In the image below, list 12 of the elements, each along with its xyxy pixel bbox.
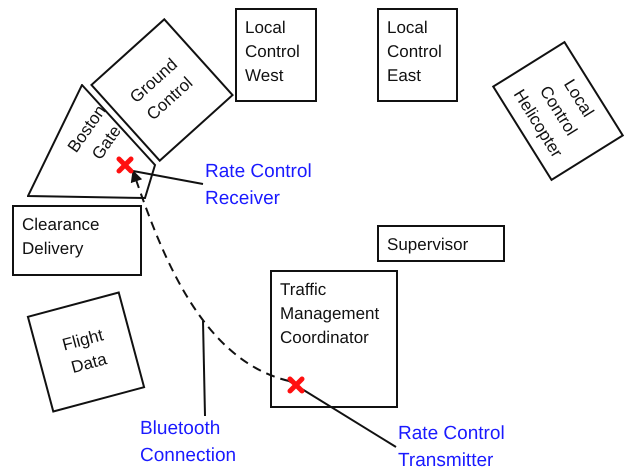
station-box: Local Control East xyxy=(377,8,458,102)
leader-line xyxy=(202,320,206,416)
leader-line xyxy=(132,170,204,185)
callout-label: Bluetooth Connection xyxy=(140,415,258,471)
station-box: Local Control West xyxy=(235,8,317,102)
arrow xyxy=(130,170,290,382)
station-box: Supervisor xyxy=(377,225,505,262)
station-box: Traffic Management Coordinator xyxy=(270,270,398,408)
station-box: Clearance Delivery xyxy=(12,205,142,276)
callout-label: Rate Control Transmitter xyxy=(398,420,528,474)
station-box: Flight Data xyxy=(26,291,146,413)
x-mark-icon xyxy=(286,375,306,395)
